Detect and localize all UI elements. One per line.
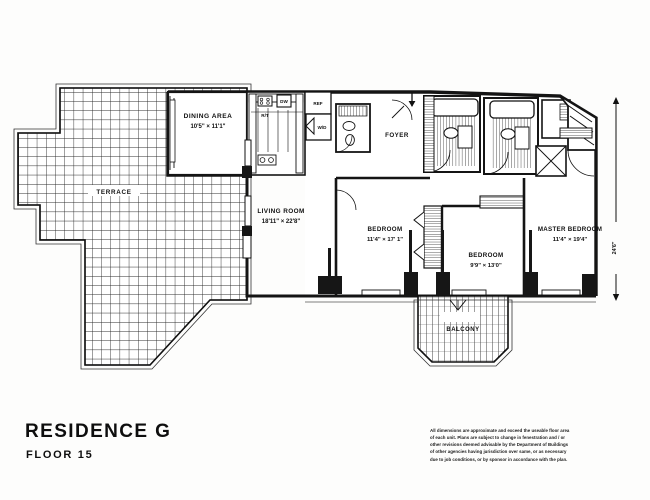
room-dims-bedroom-two: 9'9" × 13'0" xyxy=(470,263,502,269)
floor-subtitle: FLOOR 15 xyxy=(26,449,94,461)
dimension-label-right-edge: 24'6" xyxy=(612,241,618,254)
room-dims-dining-area: 10'5" × 11'1" xyxy=(190,124,225,130)
room-dims-living-room: 18'11" × 22'8" xyxy=(262,219,301,225)
room-dims-master-bedroom: 11'4" × 19'4" xyxy=(553,237,588,243)
bathroom-one xyxy=(423,95,481,173)
room-label-dining-area: DINING AREA xyxy=(184,113,233,120)
powder-room xyxy=(335,103,371,153)
right-dimension-line xyxy=(609,97,623,301)
disclaimer-line-2: of each unit. Plans are subject to chang… xyxy=(430,435,566,441)
foyer-area xyxy=(372,92,422,156)
disclaimer-line-1: All dimensions are approximate and excee… xyxy=(430,428,570,433)
disclaimer-line-5: due to job conditions, or by sponsor in … xyxy=(430,456,568,462)
bathroom-two xyxy=(483,97,539,175)
dining-area-room xyxy=(166,90,249,177)
appliance-label-washer-dryer: W/D xyxy=(318,125,328,130)
room-label-master-bedroom: MASTER BEDROOM xyxy=(538,226,602,233)
room-label-balcony: BALCONY xyxy=(446,327,479,333)
appliance-label-dishwasher: DW xyxy=(280,99,288,104)
balcony-area xyxy=(413,295,513,367)
kitchen-area xyxy=(246,91,306,176)
disclaimer-line-4: of other agencies having jurisdiction ov… xyxy=(430,449,567,455)
room-label-living-room: LIVING ROOM xyxy=(257,208,304,215)
room-dims-bedroom-one: 11'4" × 17' 1" xyxy=(367,237,403,243)
disclaimer-line-3: other revisions deemed advisable by the … xyxy=(430,442,569,448)
page-title: RESIDENCE G xyxy=(25,421,172,442)
disclaimer-text: All dimensions are approximate and excee… xyxy=(430,427,630,463)
living-room-area xyxy=(242,139,252,259)
room-label-foyer: FOYER xyxy=(385,132,409,139)
appliance-label-range-top: R/T xyxy=(261,113,269,118)
room-label-bedroom-two: BEDROOM xyxy=(468,252,503,259)
room-label-terrace: TERRACE xyxy=(96,189,131,196)
appliance-closet xyxy=(304,91,332,141)
room-label-bedroom-one: BEDROOM xyxy=(367,226,402,233)
appliance-label-refrigerator: REF xyxy=(313,101,322,106)
